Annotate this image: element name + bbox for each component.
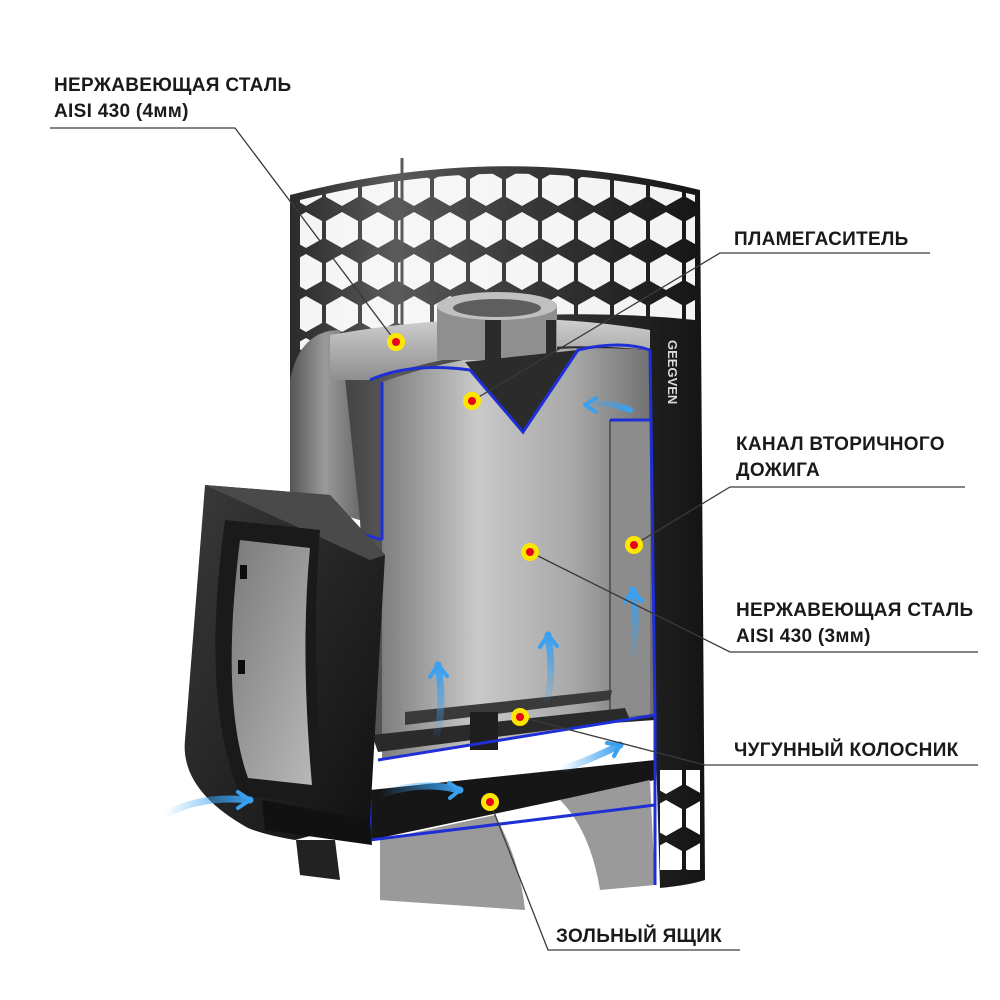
label-afterburn-channel: КАНАЛ ВТОРИЧНОГО ДОЖИГА <box>736 432 945 484</box>
leader-afterburn <box>633 486 965 546</box>
label-ash-box: ЗОЛЬНЫЙ ЯЩИК <box>556 924 722 950</box>
leader-flame-arrester <box>471 252 930 402</box>
label-grate-line1: ЧУГУННЫЙ КОЛОСНИК <box>734 740 959 761</box>
marker-steel-4mm <box>387 333 405 351</box>
label-flame-arrester: ПЛАМЕГАСИТЕЛЬ <box>734 227 909 253</box>
label-afterburn-line1: КАНАЛ ВТОРИЧНОГО <box>736 434 945 455</box>
ash-box <box>370 760 655 840</box>
airflow-arrows <box>161 396 644 819</box>
marker-steel-3mm <box>521 543 539 561</box>
label-ash-box-line1: ЗОЛЬНЫЙ ЯЩИК <box>556 926 723 947</box>
marker-afterburn <box>625 536 643 554</box>
marker-ash-box <box>481 793 499 811</box>
marker-grate <box>511 708 529 726</box>
label-steel-3mm-line2: AISI 430 (3мм) <box>736 626 871 647</box>
afterburn-channel <box>608 420 650 715</box>
hex-perforations-bottom <box>660 770 700 870</box>
firebox-inner <box>382 348 655 760</box>
brand-mark-right: GEEGVEN <box>665 340 680 404</box>
leader-steel-4mm <box>50 127 397 343</box>
hex-perforations-top <box>300 173 695 350</box>
label-steel-3mm-line1: НЕРЖАВЕЮЩАЯ СТАЛЬ <box>736 600 974 621</box>
label-afterburn-line2: ДОЖИГА <box>736 460 820 481</box>
leader-lines <box>50 127 978 951</box>
chimney-pipe <box>437 292 557 360</box>
label-steel-4mm-line1: НЕРЖАВЕЮЩАЯ СТАЛЬ <box>54 75 292 96</box>
label-flame-arrester-line1: ПЛАМЕГАСИТЕЛЬ <box>734 229 909 250</box>
flame-arrester-baffle <box>465 350 578 432</box>
fire-door <box>184 485 385 880</box>
callout-markers <box>387 333 643 811</box>
label-steel-3mm: НЕРЖАВЕЮЩАЯ СТАЛЬ AISI 430 (3мм) <box>736 598 973 650</box>
label-steel-4mm-line2: AISI 430 (4мм) <box>54 101 189 122</box>
leader-steel-3mm <box>529 551 978 653</box>
door-glass <box>231 540 312 785</box>
marker-flame-arrester <box>463 392 481 410</box>
leader-grate <box>519 716 978 766</box>
label-steel-4mm: НЕРЖАВЕЮЩАЯ СТАЛЬ AISI 430 (4мм) <box>54 73 291 125</box>
leader-ash-box <box>489 801 740 951</box>
label-grate: ЧУГУННЫЙ КОЛОСНИК <box>734 738 959 764</box>
